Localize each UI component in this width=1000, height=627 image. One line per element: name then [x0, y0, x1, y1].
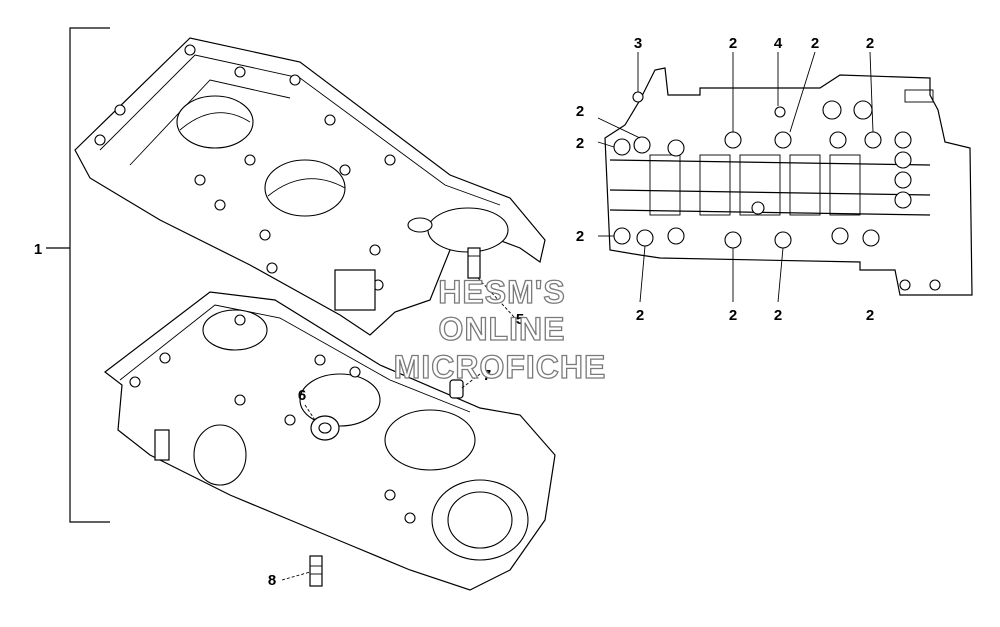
assembly-bracket	[46, 27, 110, 523]
callout-2-top-b: 2	[811, 35, 819, 52]
dowel-part-7	[449, 379, 464, 399]
bolt-part-5	[467, 247, 481, 279]
callout-3: 3	[634, 35, 642, 52]
callout-2-left-b: 2	[576, 135, 584, 152]
watermark-line-3: MICROFICHE	[394, 349, 607, 385]
callout-1: 1	[34, 241, 42, 258]
leader-lines-right	[597, 51, 874, 303]
upper-crankcase-half	[74, 37, 546, 336]
callout-8: 8	[268, 572, 276, 589]
bushing-part-6	[310, 415, 340, 441]
callout-2-left-a: 2	[576, 103, 584, 120]
callout-2-top-c: 2	[866, 35, 874, 52]
callout-7: 7	[483, 367, 491, 384]
callout-2-bottom-a: 2	[636, 307, 644, 324]
callout-2-top-a: 2	[729, 35, 737, 52]
plug-part-8	[309, 555, 323, 587]
callout-5: 5	[516, 311, 524, 328]
callout-2-bottom-c: 2	[774, 307, 782, 324]
watermark: HESM'S ONLINE MICROFICHE	[393, 273, 607, 385]
crankcase-detail-view	[604, 67, 973, 296]
lower-crankcase-half	[104, 291, 556, 591]
watermark-line-1: HESM'S	[438, 274, 565, 310]
callout-2-left-c: 2	[576, 228, 584, 245]
watermark-line-2: ONLINE	[439, 311, 566, 347]
leader-lines-left	[281, 277, 516, 581]
callout-4: 4	[774, 35, 783, 52]
callout-2-bottom-b: 2	[729, 307, 737, 324]
callout-2-bottom-d: 2	[866, 307, 874, 324]
callout-6: 6	[298, 387, 306, 404]
